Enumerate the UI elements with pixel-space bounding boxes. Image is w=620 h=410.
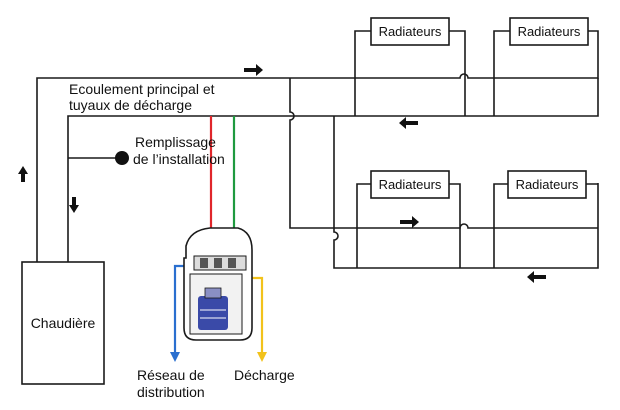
arrow-icon	[400, 216, 419, 228]
radiator-box	[507, 170, 587, 199]
upper-right-radiator-pipes	[493, 30, 599, 116]
radiator-label: Radiateurs	[379, 24, 442, 39]
radiator-label: Radiateurs	[518, 24, 581, 39]
pump-icon	[198, 296, 228, 330]
upper-left-radiator-pipes	[354, 30, 466, 116]
radiator-box	[370, 17, 450, 46]
return-pipe	[67, 78, 599, 262]
lower-supply-line	[334, 223, 598, 229]
valve-block	[214, 258, 222, 268]
discharge-label: Décharge	[234, 367, 295, 383]
filling-unit	[183, 227, 253, 341]
arrow-icon	[527, 271, 546, 283]
radiator-box	[509, 17, 589, 46]
boiler-box	[21, 261, 105, 385]
distribution-label-line2: distribution	[137, 384, 205, 400]
main-flow-label-line1: Ecoulement principal et	[69, 81, 215, 97]
discharge-arrowhead	[257, 352, 267, 362]
riser-left	[289, 78, 334, 229]
arrow-icon	[399, 117, 418, 129]
lower-left-radiator-pipes	[356, 183, 461, 268]
distribution-label-line1: Réseau de	[137, 367, 205, 383]
lower-radiators: Radiateurs Radiateurs	[356, 170, 598, 268]
pump-top	[204, 287, 222, 299]
lower-right-radiator-pipes	[493, 183, 598, 268]
filling-label-line2: de l’installation	[133, 151, 225, 167]
arrow-icon	[69, 197, 79, 213]
boiler-label: Chaudière	[31, 315, 96, 331]
upper-radiators: Radiateurs Radiateurs	[354, 17, 599, 116]
arrow-icon	[18, 166, 28, 182]
radiator-box	[370, 170, 450, 199]
radiator-label: Radiateurs	[516, 177, 579, 192]
radiator-label: Radiateurs	[379, 177, 442, 192]
filling-label-line1: Remplissage	[135, 134, 216, 150]
flow-arrows	[18, 64, 546, 283]
riser-right	[333, 116, 599, 269]
valve-block	[200, 258, 208, 268]
filled-circle-icon	[115, 151, 129, 165]
distribution-arrowhead	[170, 352, 180, 362]
arrow-icon	[244, 64, 263, 76]
supply-pipe	[36, 77, 290, 262]
valve-block	[228, 258, 236, 268]
main-flow-label-line2: tuyaux de décharge	[69, 97, 192, 113]
